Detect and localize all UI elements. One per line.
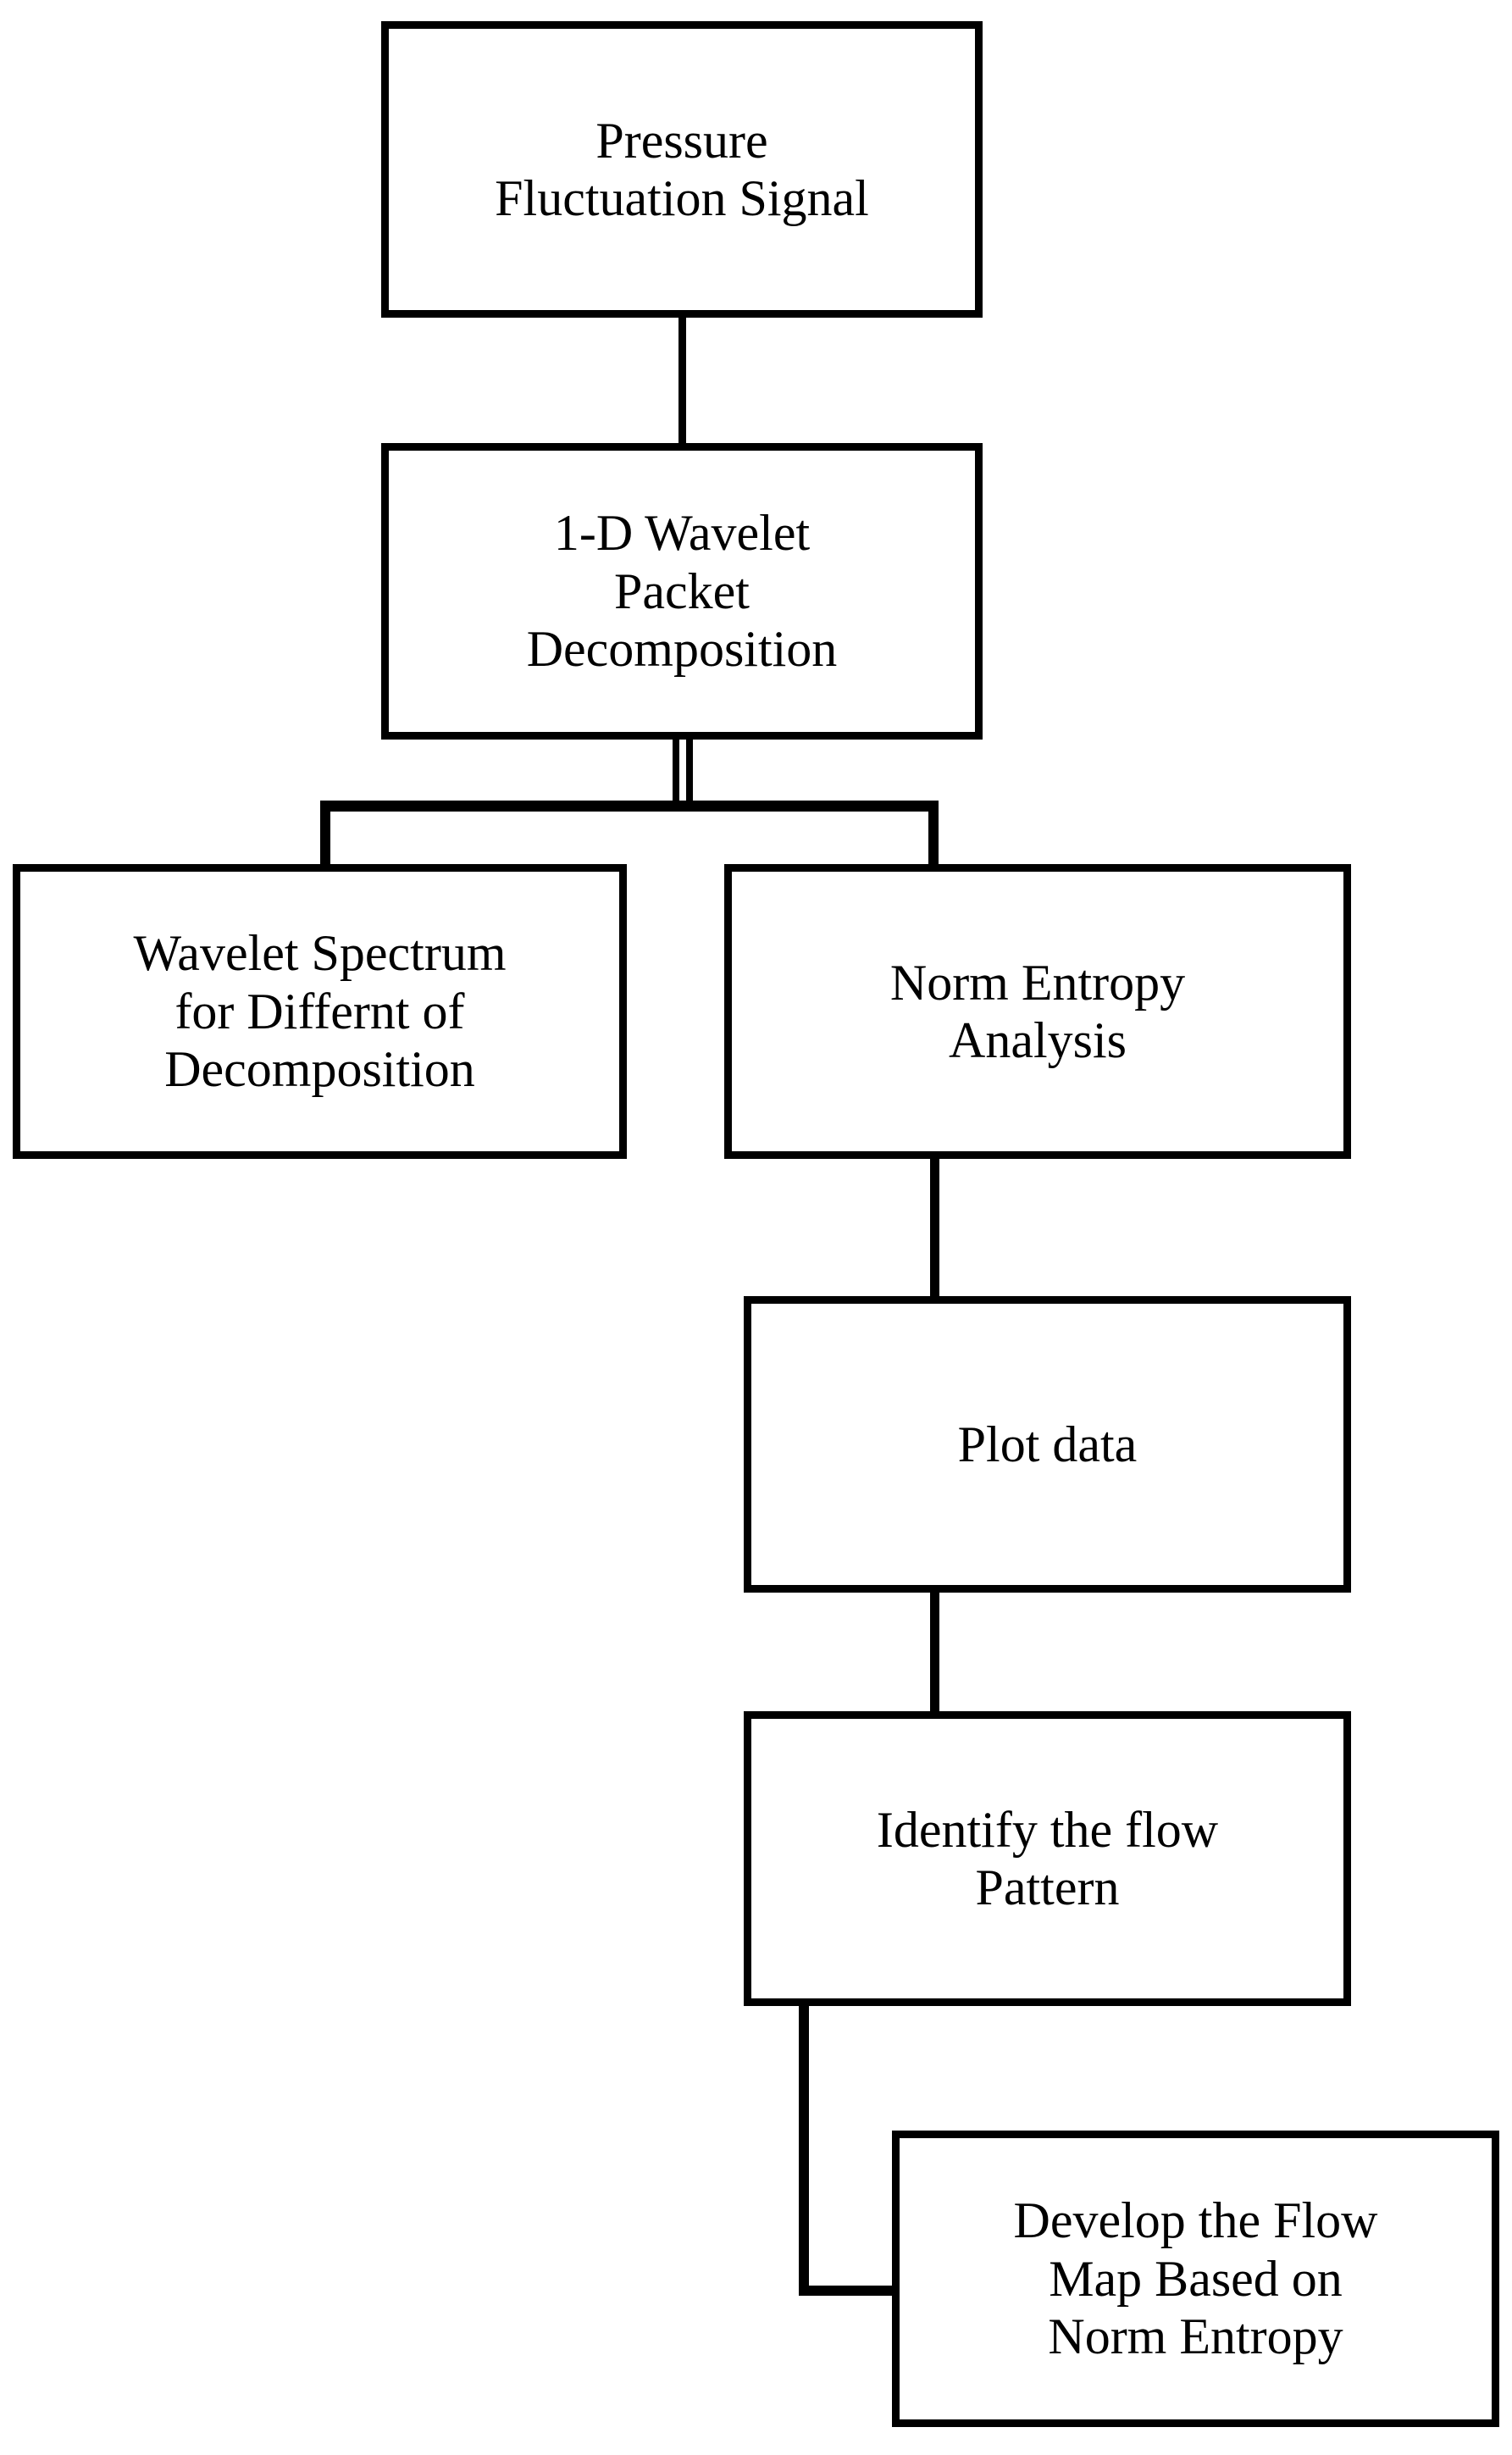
node-label-pressure-fluctuation-signal: Pressure Fluctuation Signal — [495, 112, 869, 226]
node-label-norm-entropy-analysis: Norm Entropy Analysis — [889, 954, 1186, 1068]
connector-pressure-signal-to-wavelet-decomp — [678, 315, 686, 446]
connector-split-horizontal-bar — [320, 801, 939, 812]
connector-wavelet-decomp-split-stem-left — [673, 737, 679, 806]
connector-plot-data-to-identify-flow — [930, 1590, 939, 1714]
connector-norm-entropy-to-plot-data — [930, 1156, 939, 1299]
node-label-identify-the-flow-pattern: Identify the flow Pattern — [876, 1801, 1219, 1915]
connector-identify-flow-to-develop-map-horizontal — [799, 2286, 899, 2296]
connector-split-to-norm-entropy — [928, 801, 939, 868]
node-pressure-fluctuation-signal[interactable]: Pressure Fluctuation Signal — [381, 21, 983, 318]
node-norm-entropy-analysis[interactable]: Norm Entropy Analysis — [724, 864, 1351, 1159]
node-label-1d-wavelet-packet-decomposition: 1-D Wavelet Packet Decomposition — [526, 505, 838, 678]
connector-wavelet-decomp-split-stem-right — [686, 737, 693, 806]
connector-identify-flow-to-develop-map-vertical — [799, 2003, 809, 2296]
node-plot-data[interactable]: Plot data — [744, 1296, 1351, 1593]
node-identify-the-flow-pattern[interactable]: Identify the flow Pattern — [744, 1711, 1351, 2006]
node-label-wavelet-spectrum-for-different-of-decomposition: Wavelet Spectrum for Differnt of Decompo… — [133, 925, 507, 1098]
node-label-plot-data: Plot data — [957, 1416, 1138, 1472]
node-label-develop-the-flow-map-based-on-norm-entropy: Develop the Flow Map Based on Norm Entro… — [1013, 2192, 1378, 2365]
node-develop-the-flow-map-based-on-norm-entropy[interactable]: Develop the Flow Map Based on Norm Entro… — [892, 2131, 1499, 2427]
node-wavelet-spectrum-for-different-of-decomposition[interactable]: Wavelet Spectrum for Differnt of Decompo… — [13, 864, 627, 1159]
node-1d-wavelet-packet-decomposition[interactable]: 1-D Wavelet Packet Decomposition — [381, 443, 983, 740]
connector-split-to-wavelet-spectrum — [320, 801, 330, 868]
